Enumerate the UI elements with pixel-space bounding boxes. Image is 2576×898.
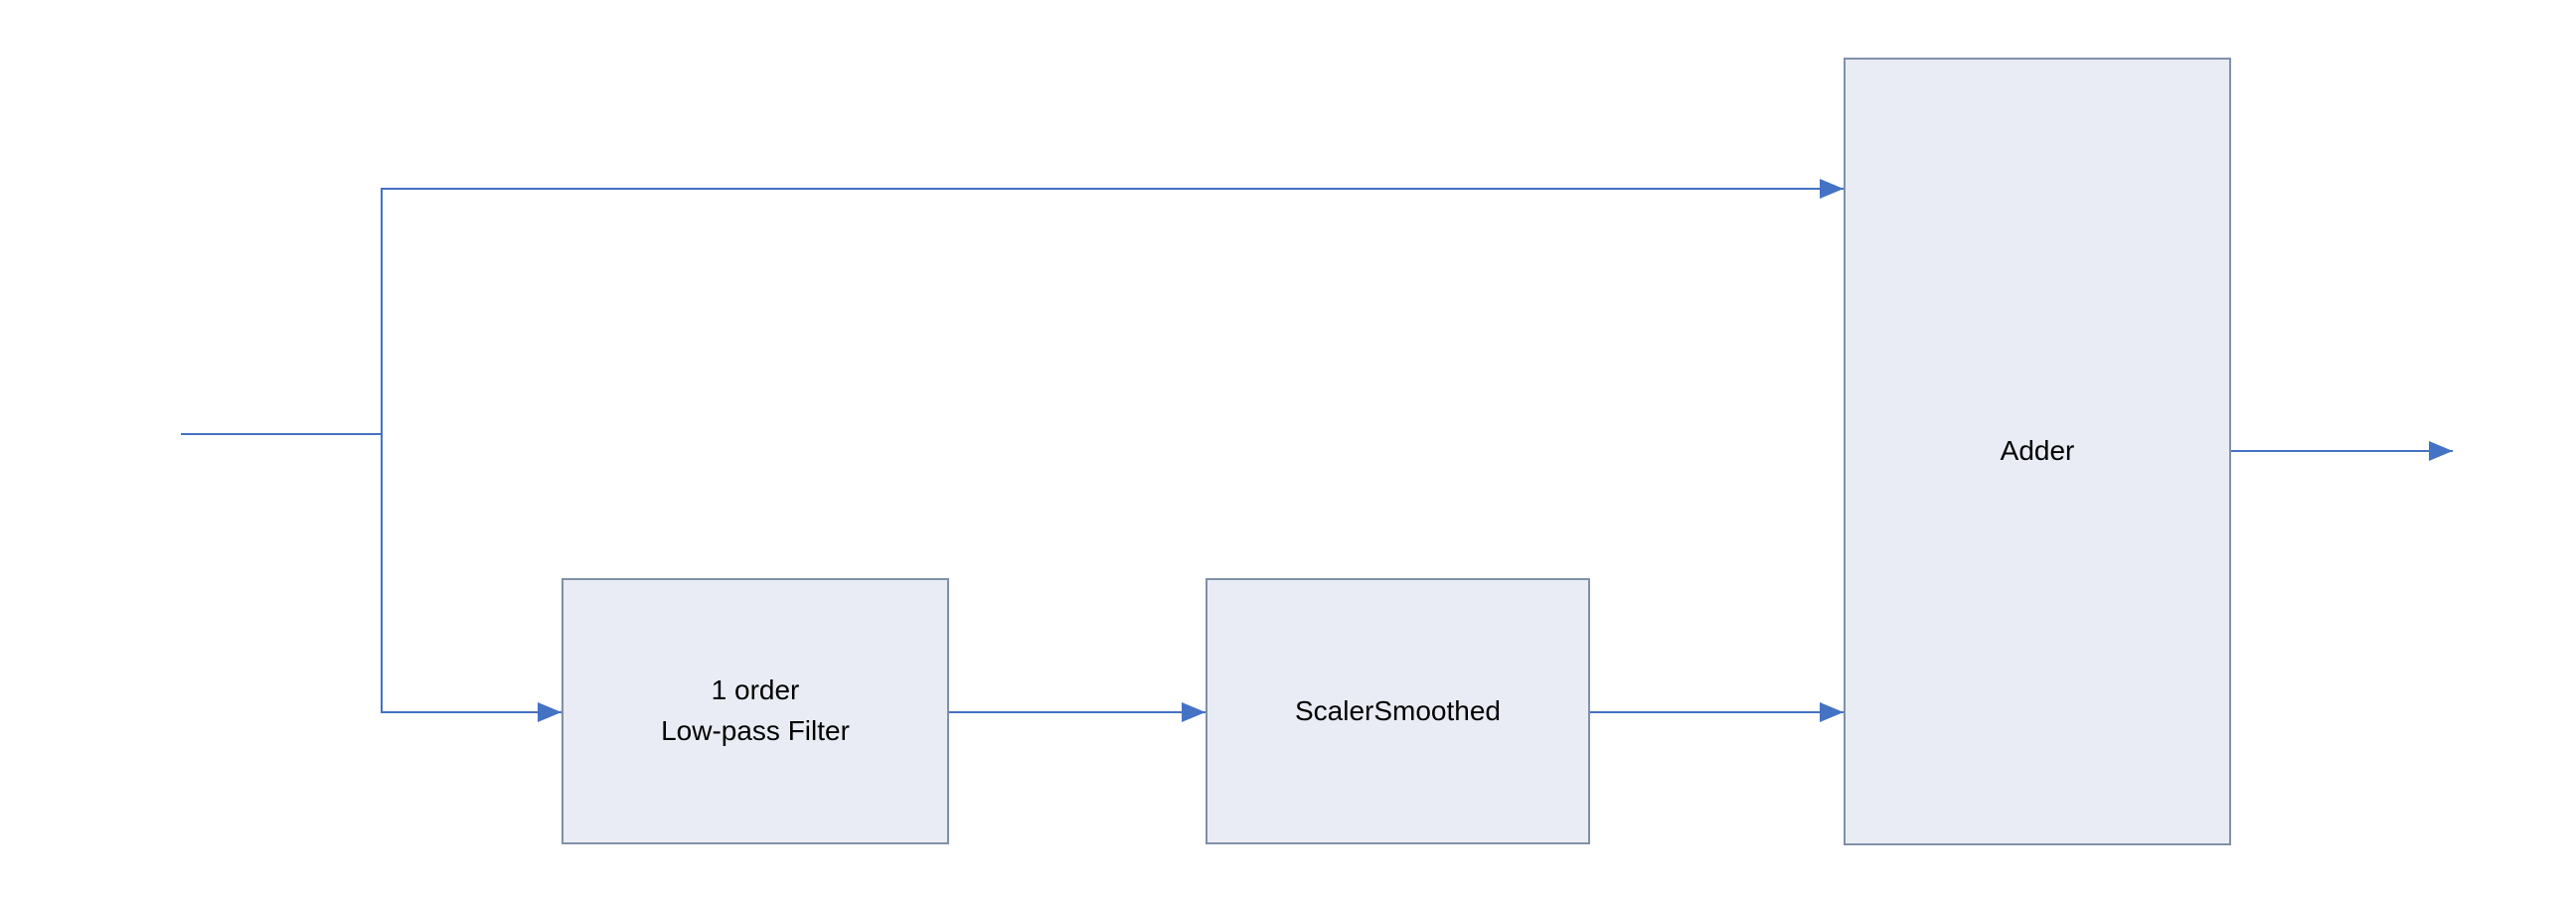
block-label: Adder xyxy=(2000,435,2075,467)
block-scaler-smoothed: ScalerSmoothed xyxy=(1206,578,1590,844)
block-adder: Adder xyxy=(1844,58,2231,845)
wire-branch-top-to-adder xyxy=(381,179,1844,434)
block-label: Low-pass Filter xyxy=(661,715,850,746)
block-label: 1 order xyxy=(711,674,800,706)
block-lowpass-filter: 1 order Low-pass Filter xyxy=(562,578,949,844)
block-label: ScalerSmoothed xyxy=(1294,694,1501,726)
wire-branch-bottom-to-lowpass xyxy=(381,434,562,722)
